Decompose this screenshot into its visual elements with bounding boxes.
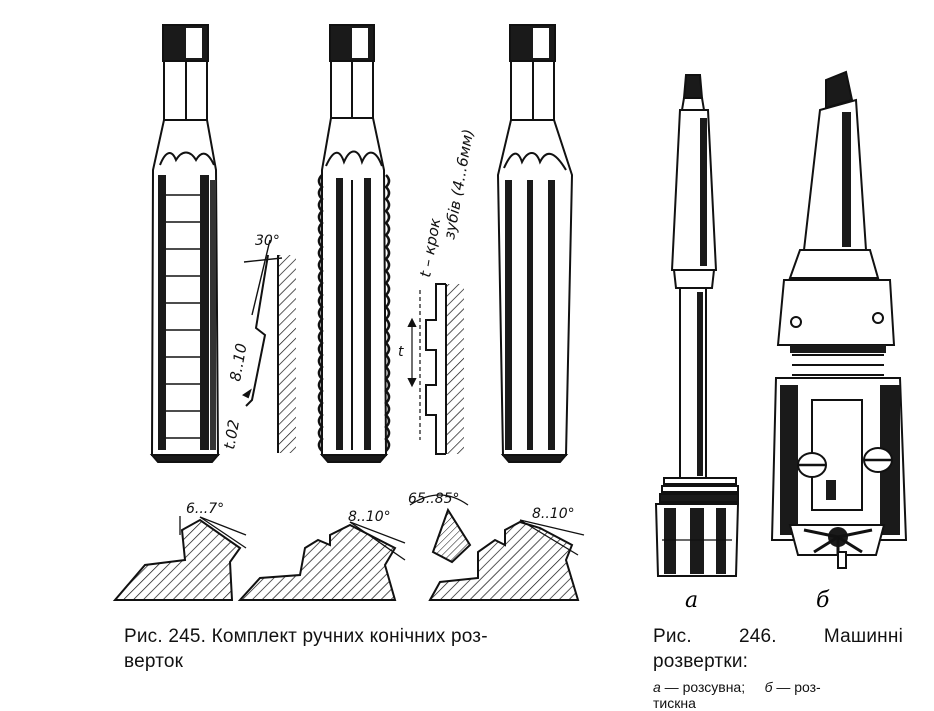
figure-245-caption-line2: верток	[124, 651, 184, 672]
legend-line2: тискна	[653, 695, 696, 711]
hand-reamer-1	[149, 24, 221, 463]
figure-246-caption: Рис. 246. Машинні розвертки:	[653, 624, 903, 674]
label-angle-b: 8..10°	[348, 509, 391, 525]
label-angle-d: 8..10°	[532, 506, 575, 522]
figure-246-caption-line2: розвертки:	[653, 651, 749, 672]
legend-a-symbol: а	[653, 679, 661, 695]
label-edge-land: t.02	[220, 418, 243, 450]
pitch-profile-detail	[407, 283, 464, 455]
figure-246-caption-line1: Рис. 246. Машинні	[653, 626, 903, 647]
legend-a-text: — розсувна;	[660, 679, 746, 695]
label-top-angle: 30°	[255, 233, 280, 249]
label-pitch-t: t	[398, 344, 404, 360]
sublabel-b: б	[816, 588, 830, 613]
machine-reamer-a	[654, 74, 740, 577]
figure-246-legend: а — розсувна; б — роз- тискна	[653, 679, 913, 711]
label-angle-a: 6...7°	[186, 501, 224, 517]
label-angle-c: 65..85°	[408, 491, 460, 507]
label-pitch-note-2: зубів (4...6мм)	[440, 128, 477, 241]
label-pitch-note-1: t – крок	[416, 217, 444, 279]
hand-reamer-3	[496, 24, 574, 463]
label-band-width: 8..10	[226, 342, 250, 383]
figure-245-caption-line1: Рис. 245. Комплект ручних конічних роз-	[124, 626, 488, 647]
sublabel-a: а	[685, 588, 698, 613]
hand-reamer-2	[317, 24, 391, 463]
figure-245-caption: Рис. 245. Комплект ручних конічних роз- …	[124, 624, 594, 674]
legend-b-text: — роз-	[772, 679, 821, 695]
tooth-profile-detail	[242, 239, 296, 453]
tooth-sections	[112, 494, 585, 601]
machine-reamer-b	[770, 70, 908, 569]
legend-b-symbol: б	[764, 679, 773, 695]
